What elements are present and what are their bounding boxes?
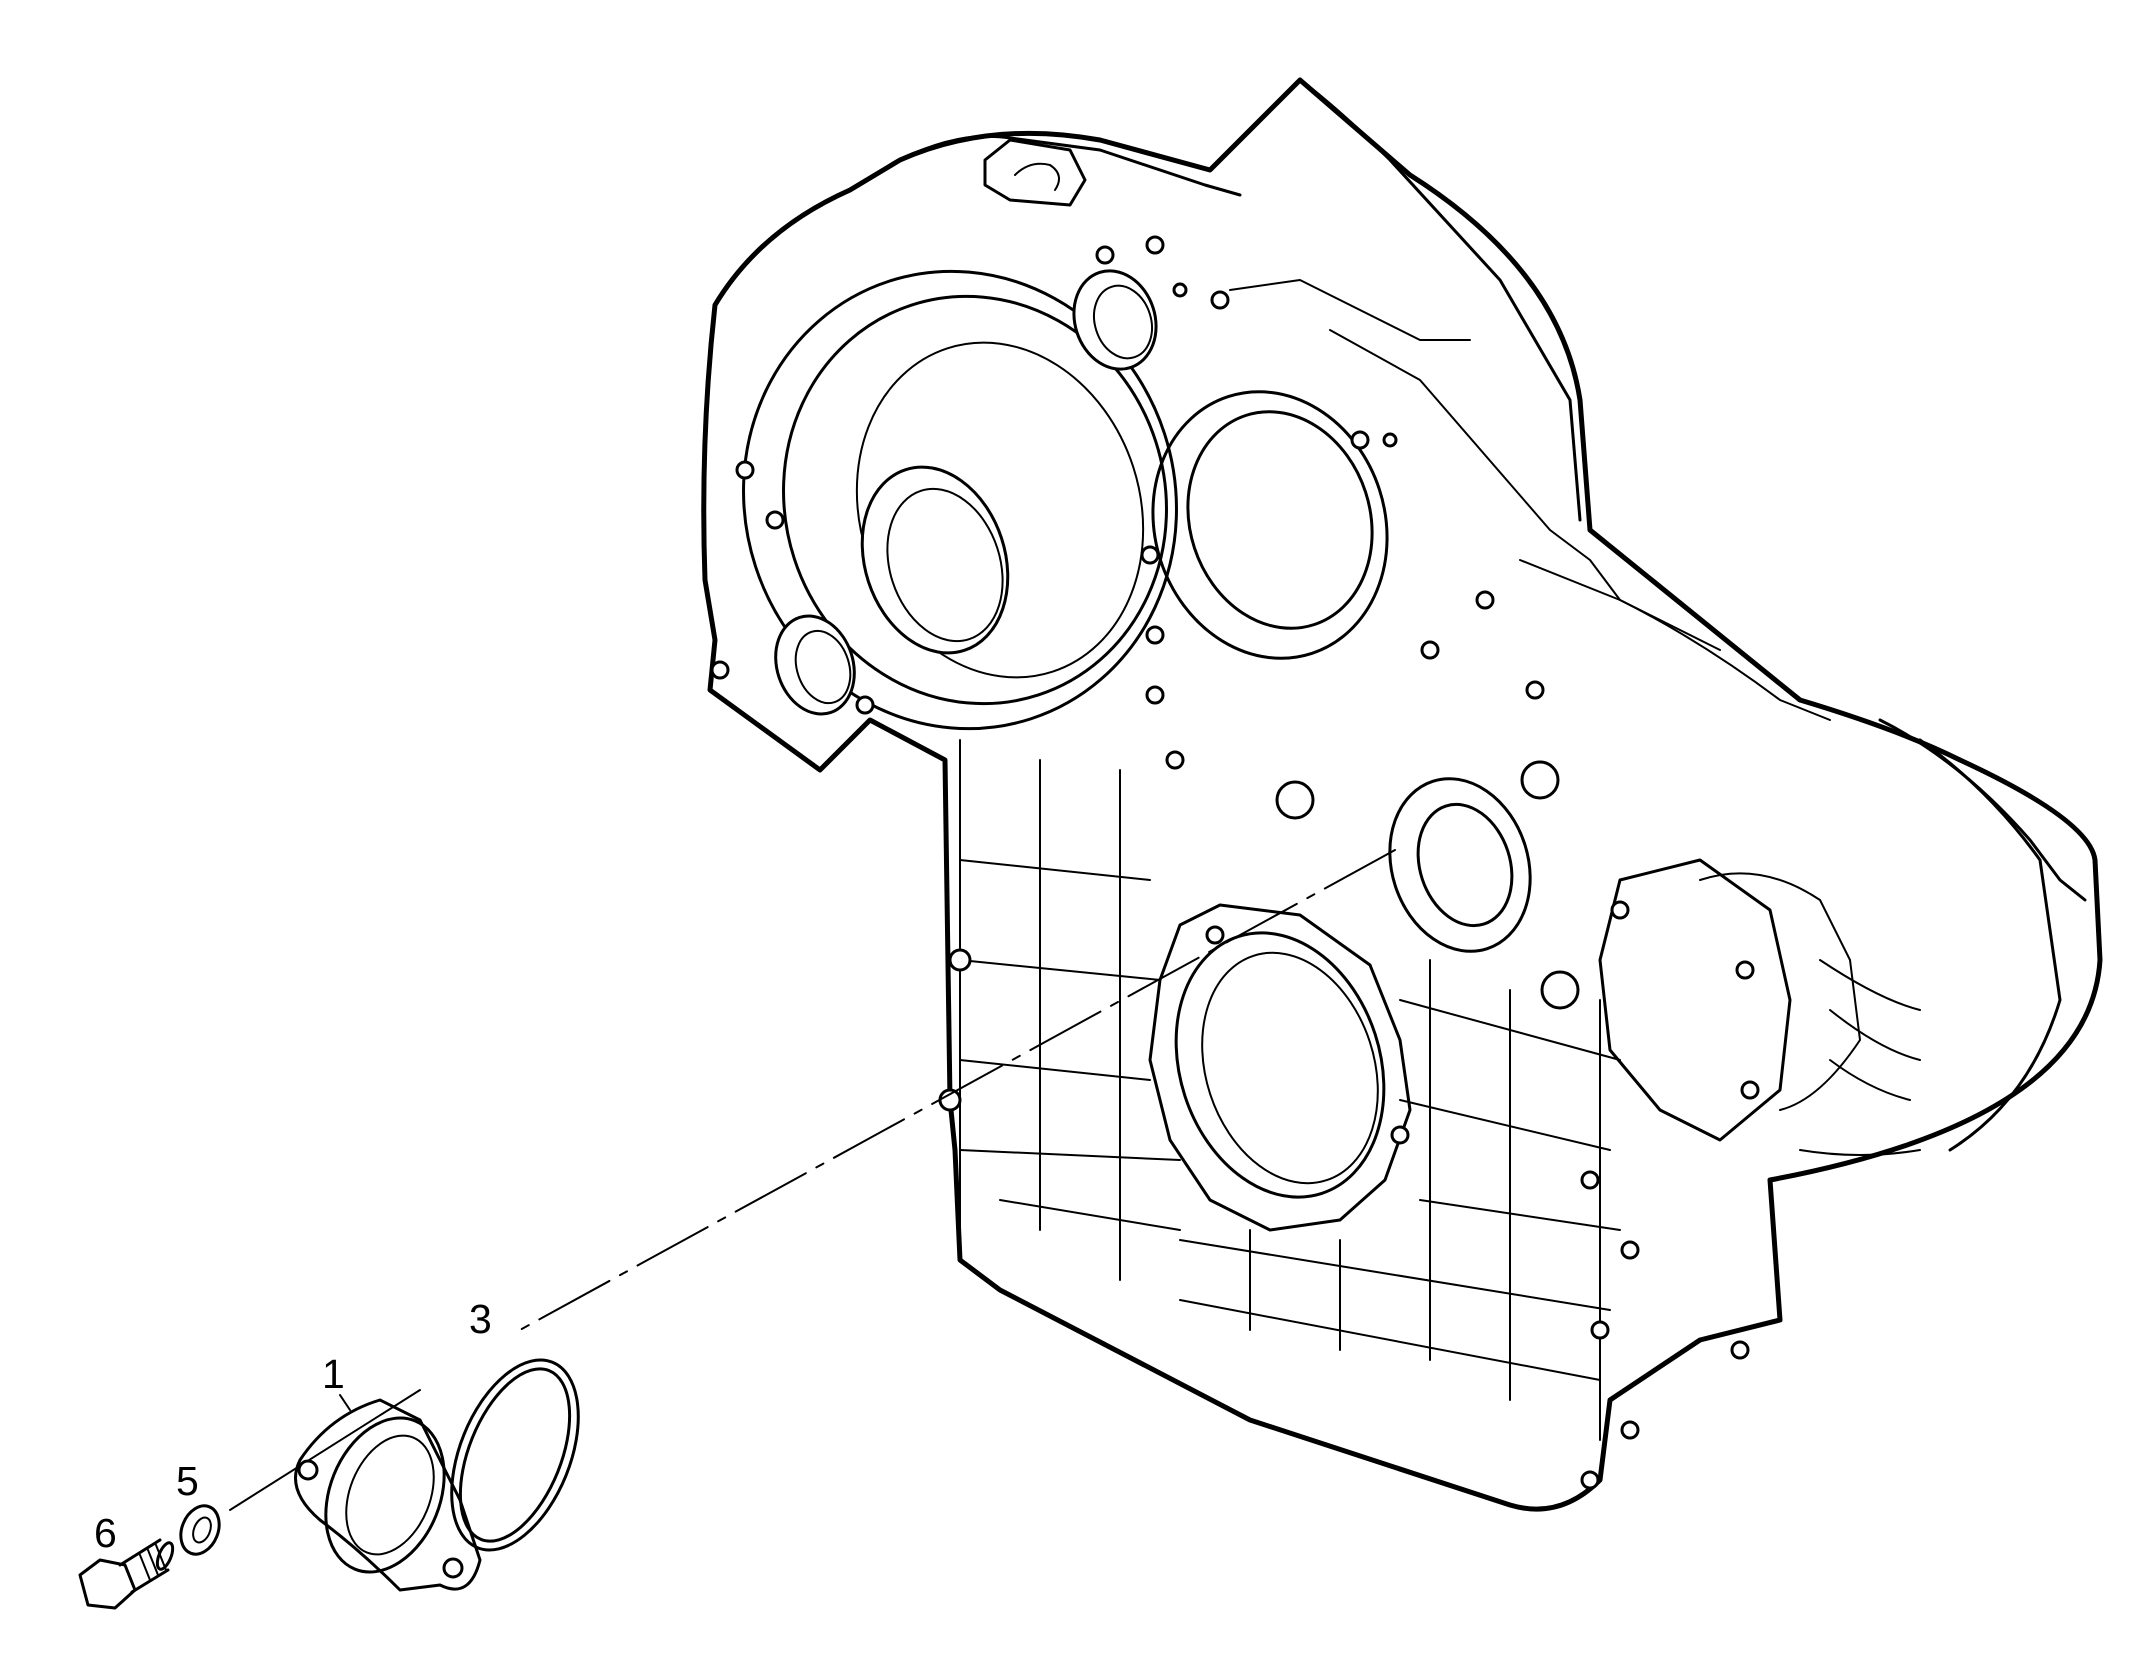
- timing-cover-housing: [701, 77, 2103, 1512]
- flange-cover-part: [294, 1398, 482, 1592]
- hex-bolt-part: [78, 1538, 175, 1610]
- callout-1: 1: [322, 1351, 345, 1397]
- callout-6: 6: [94, 1510, 117, 1556]
- housing-rib-grid: [959, 739, 1621, 1441]
- assembly-centerline: [519, 849, 1396, 1331]
- callout-1-leader: [339, 1394, 351, 1411]
- callout-5: 5: [176, 1458, 199, 1504]
- bolt-holes: [710, 235, 1760, 1490]
- assembly-centerline-lower: [229, 1389, 421, 1511]
- callout-3: 3: [469, 1296, 492, 1342]
- o-ring-part: [450, 1358, 580, 1552]
- lock-washer-part: [179, 1504, 221, 1556]
